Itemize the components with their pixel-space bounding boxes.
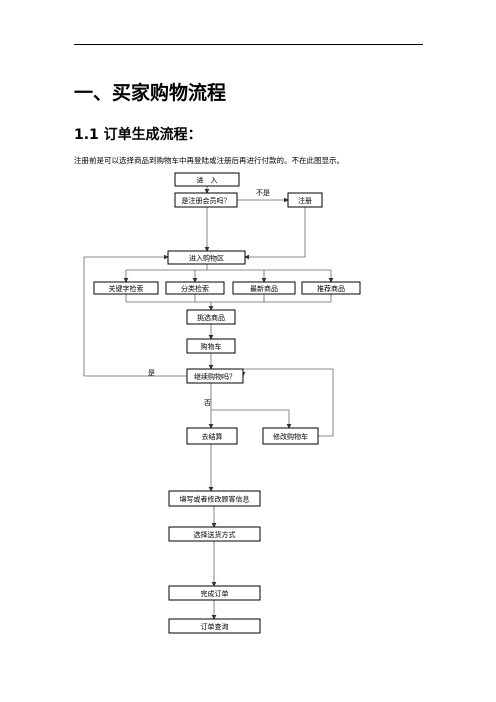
svg-text:去结算: 去结算: [202, 432, 223, 441]
box-pick-products: 挑选商品: [186, 309, 236, 325]
box-modify-cart: 修改购物车: [262, 427, 319, 445]
box-register: 注册: [287, 192, 323, 208]
box-enter: 进 入: [174, 172, 240, 187]
box-is-member: 是注册会员吗？: [174, 192, 238, 208]
svg-text:进 入: 进 入: [197, 177, 218, 185]
flow-connectors: [83, 186, 334, 620]
svg-text:选择送货方式: 选择送货方式: [194, 530, 236, 539]
svg-text:关键字检索: 关键字检索: [109, 284, 144, 293]
svg-text:订单查询: 订单查询: [201, 622, 229, 631]
box-fill-info: 填写或者修改顾客信息: [168, 490, 261, 507]
label-no: 否: [204, 399, 211, 407]
svg-text:分类检索: 分类检索: [181, 284, 209, 293]
subsection-heading: 1.1 订单生成流程：: [74, 127, 202, 143]
box-keyword-search: 关键字检索: [93, 281, 159, 295]
svg-text:继续购物吗？: 继续购物吗？: [194, 372, 236, 381]
header-rule: [74, 44, 423, 45]
label-yes: 是: [148, 369, 155, 377]
svg-text:推荐商品: 推荐商品: [317, 284, 345, 293]
svg-text:注册: 注册: [298, 196, 312, 205]
box-cart: 购物车: [186, 338, 236, 354]
box-category-search: 分类检索: [165, 281, 225, 295]
svg-text:挑选商品: 挑选商品: [197, 313, 225, 322]
svg-text:填写或者修改顾客信息: 填写或者修改顾客信息: [180, 495, 250, 504]
svg-text:修改购物车: 修改购物车: [273, 432, 308, 441]
label-not-member: 不是: [256, 189, 270, 197]
box-choose-delivery: 选择送货方式: [168, 526, 261, 542]
box-continue-shopping: 继续购物吗？: [186, 368, 244, 384]
svg-text:购物车: 购物车: [201, 342, 222, 351]
svg-text:最新商品: 最新商品: [250, 284, 278, 293]
section-heading: 一、买家购物流程: [74, 82, 227, 104]
svg-text:进入购物区: 进入购物区: [189, 254, 224, 263]
box-order-query: 订单查询: [168, 618, 261, 634]
box-checkout: 去结算: [186, 427, 238, 445]
svg-text:完成订单: 完成订单: [201, 589, 229, 598]
svg-text:是注册会员吗？: 是注册会员吗？: [182, 196, 231, 205]
box-recommended: 推荐商品: [301, 281, 361, 295]
box-complete-order: 完成订单: [168, 585, 261, 601]
box-enter-shopping: 进入购物区: [167, 250, 246, 265]
intro-paragraph: 注册前是可以选择商品到购物车中再登陆或注册后再进行付款的。不在此图显示。: [74, 156, 344, 165]
box-new-products: 最新商品: [232, 281, 296, 295]
